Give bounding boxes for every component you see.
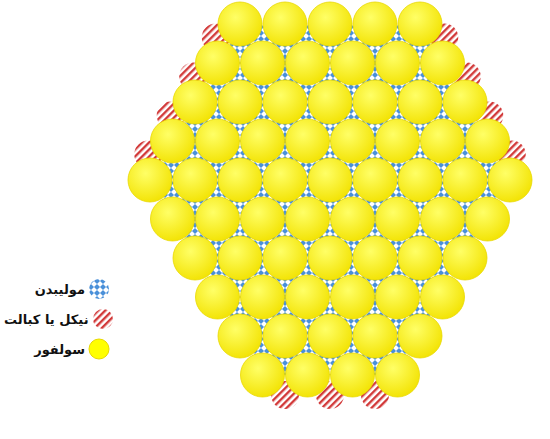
- sulfur-atom: [263, 2, 307, 46]
- sulfur-atom: [353, 80, 397, 124]
- sulfur-atom: [218, 80, 262, 124]
- sulfur-atom: [376, 41, 420, 85]
- sulfur-atom: [241, 119, 285, 163]
- sulfur-atom: [286, 197, 330, 241]
- sulfur-atom: [353, 236, 397, 280]
- legend-entry: نیکل یا کبالت: [4, 308, 114, 330]
- sulfur-atom: [376, 197, 420, 241]
- molybdenum-sheet: [152, 24, 508, 375]
- sulfur-atom: [286, 41, 330, 85]
- sulfur-atom: [421, 119, 465, 163]
- sulfur-atom: [173, 80, 217, 124]
- legend-swatch: [88, 338, 110, 360]
- sulfur-atom: [398, 80, 442, 124]
- sulfur-atom: [241, 197, 285, 241]
- molybdenum-layer: [152, 24, 508, 375]
- sulfur-atom: [398, 236, 442, 280]
- sulfur-atom: [488, 158, 532, 202]
- sulfur-atom: [241, 353, 285, 397]
- sulfur-atom: [263, 314, 307, 358]
- sulfur-atom: [286, 353, 330, 397]
- sulfur-atom: [466, 119, 510, 163]
- sulfur-atom: [196, 197, 240, 241]
- legend-entry: سولفور: [34, 338, 110, 360]
- promoter-layer: [134, 24, 526, 410]
- sulfur-atom: [376, 275, 420, 319]
- sulfur-atom: [421, 197, 465, 241]
- legend-swatch-circle: [89, 279, 109, 299]
- sulfur-atom: [196, 119, 240, 163]
- legend-swatch-circle: [93, 309, 113, 329]
- sulfur-atom: [331, 275, 375, 319]
- sulfur-atom: [308, 158, 352, 202]
- sulfur-atom: [353, 2, 397, 46]
- sulfur-atom: [151, 119, 195, 163]
- sulfur-atom: [308, 314, 352, 358]
- sulfur-atom: [308, 80, 352, 124]
- sulfur-atom: [376, 119, 420, 163]
- sulfur-atom: [196, 275, 240, 319]
- sulfur-atom: [421, 41, 465, 85]
- sulfur-atom: [421, 275, 465, 319]
- legend-swatch: [88, 278, 110, 300]
- legend-entry: مولیبدن: [35, 278, 110, 300]
- sulfur-atom: [331, 353, 375, 397]
- sulfur-atom: [443, 158, 487, 202]
- sulfur-atom: [218, 2, 262, 46]
- sulfur-atom: [308, 2, 352, 46]
- sulfur-atom: [286, 275, 330, 319]
- sulfur-atom: [173, 236, 217, 280]
- sulfur-atom: [398, 314, 442, 358]
- sulfur-atom: [173, 158, 217, 202]
- sulfur-atom: [151, 197, 195, 241]
- legend-label: سولفور: [34, 342, 85, 357]
- sulfur-atom: [331, 119, 375, 163]
- legend-swatch: [92, 308, 114, 330]
- sulfur-atom: [398, 2, 442, 46]
- sulfur-atom: [443, 80, 487, 124]
- sulfur-atom: [353, 158, 397, 202]
- sulfur-atom: [286, 119, 330, 163]
- sulfur-atom: [218, 236, 262, 280]
- legend-label: نیکل یا کبالت: [4, 312, 89, 327]
- sulfur-atom: [218, 314, 262, 358]
- sulfur-atom: [466, 197, 510, 241]
- sulfur-atom: [331, 41, 375, 85]
- sulfur-atom: [241, 41, 285, 85]
- sulfur-atom: [218, 158, 262, 202]
- legend-swatch-circle: [89, 339, 109, 359]
- sulfur-atom: [263, 80, 307, 124]
- sulfur-atom: [376, 353, 420, 397]
- sulfur-atom: [196, 41, 240, 85]
- sulfur-atom: [353, 314, 397, 358]
- sulfur-atom: [398, 158, 442, 202]
- legend-label: مولیبدن: [35, 282, 85, 297]
- sulfur-atom: [443, 236, 487, 280]
- sulfur-atom: [241, 275, 285, 319]
- sulfur-atom: [263, 236, 307, 280]
- sulfur-atom: [128, 158, 172, 202]
- sulfur-atom: [331, 197, 375, 241]
- sulfur-atom: [308, 236, 352, 280]
- sulfur-layer: [128, 2, 532, 397]
- sulfur-atom: [263, 158, 307, 202]
